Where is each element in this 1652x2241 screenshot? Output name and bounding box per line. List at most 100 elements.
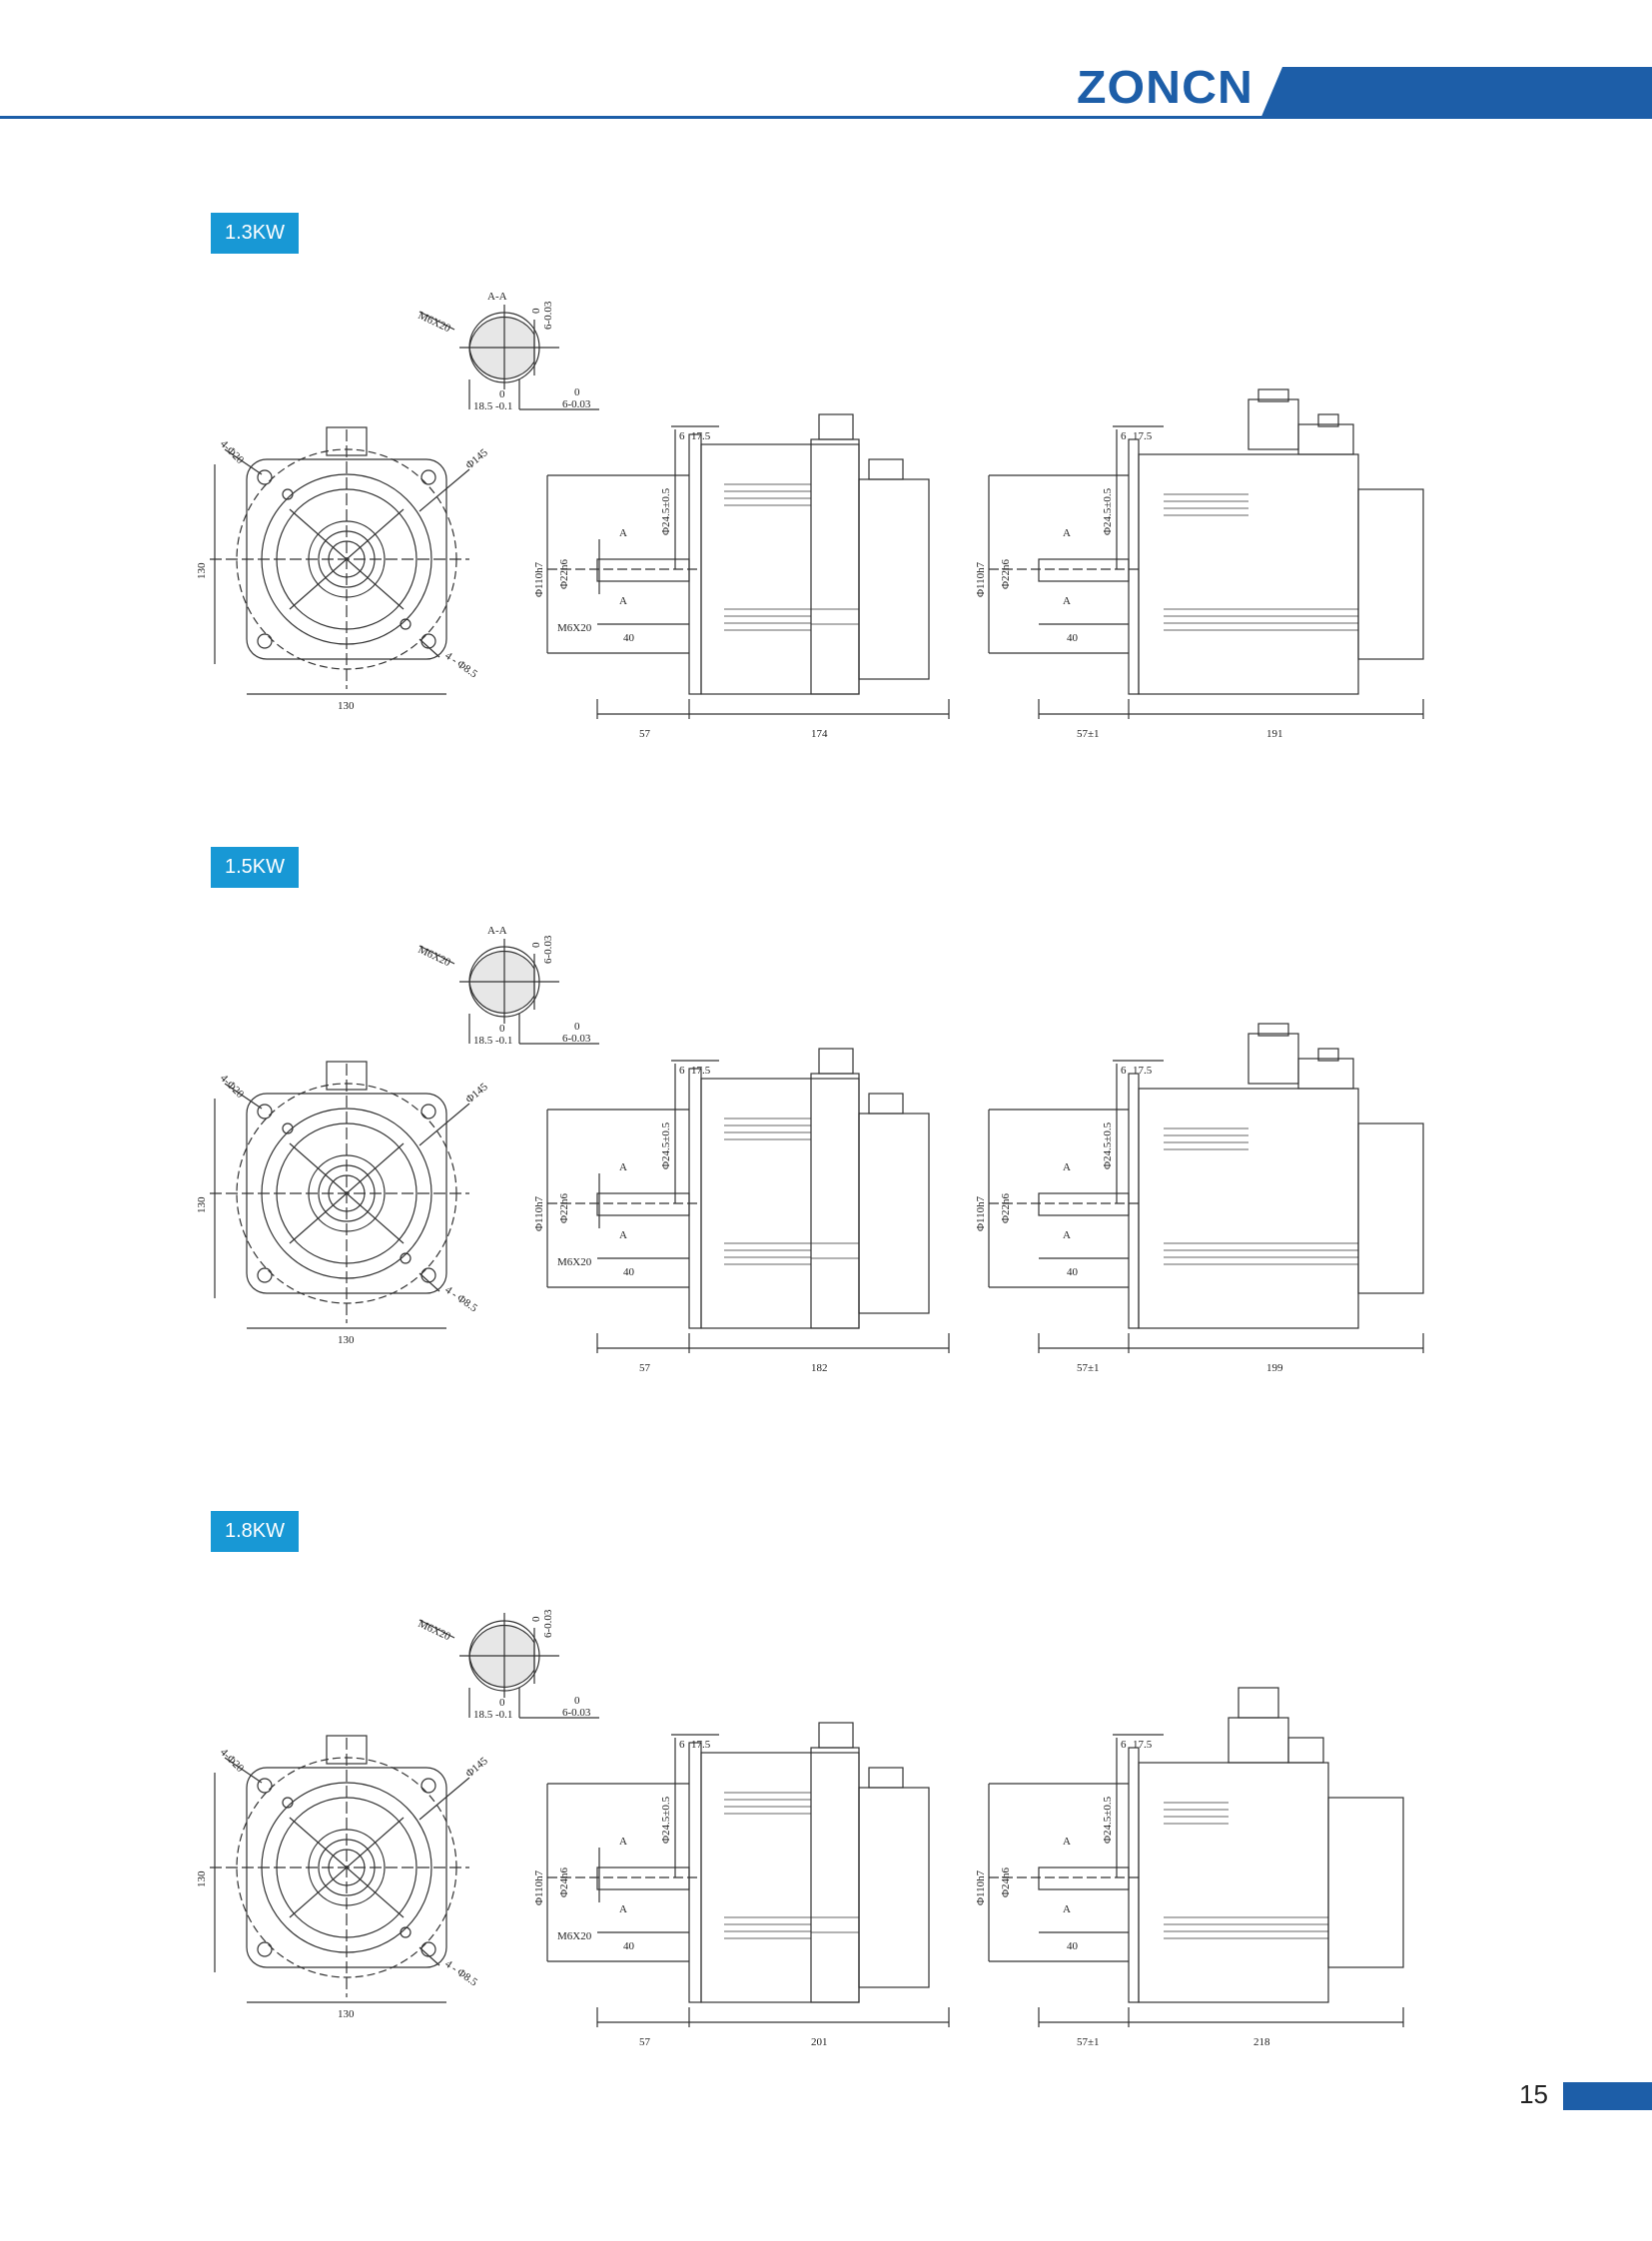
key-width: 6-0.03 — [542, 935, 554, 964]
key-length: 40 — [623, 1266, 635, 1278]
key-width-tol: 0 — [530, 308, 542, 314]
body-length-b: 218 — [1253, 2036, 1270, 2048]
motor-front-view: 130 130 4-Φ20 Φ145 4 - Φ8.5 — [196, 1061, 490, 1346]
face-mount: 4 - Φ8.5 — [442, 650, 479, 681]
shaft-dia: Φ24h6 — [558, 1867, 570, 1897]
key-width: 6-0.03 — [542, 301, 554, 330]
shaft-dia-b: Φ24h6 — [1000, 1867, 1012, 1897]
sec-a-bottom: A — [619, 595, 627, 607]
shaft-dia: Φ22h6 — [558, 558, 570, 589]
motor-side-view-standard: 57 174 40 Φ110h7 Φ22h6 M6X20 Φ24.5±0.5 6… — [533, 413, 950, 740]
shaft-dia-b: Φ22h6 — [1000, 1192, 1012, 1223]
brand-logo: ZONCN — [1077, 61, 1253, 113]
power-badge-3: 1.8KW — [211, 1511, 299, 1552]
pilot-dia: Φ110h7 — [533, 561, 545, 597]
pilot-len: 17.5 — [691, 1065, 711, 1077]
motor-side-view-brake: 57±1 199 40 Φ110h7 Φ22h6 Φ24.5±0.5 6 17.… — [975, 1023, 1424, 1374]
motor-front-view: 130 130 4-Φ20 Φ145 4 - Φ8.5 — [196, 426, 490, 712]
shaft-length: 57 — [639, 1362, 651, 1374]
key-length: 40 — [623, 632, 635, 644]
motor-side-view-standard: 57 201 40 Φ110h7 Φ24h6 M6X20 Φ24.5±0.5 6… — [533, 1722, 950, 2048]
key-depth-tol: 0 — [499, 1697, 505, 1709]
sec-a-top: A — [619, 527, 627, 539]
flange: 6 — [679, 1739, 685, 1751]
section-label: A-A — [487, 291, 507, 303]
key-length-b: 40 — [1067, 632, 1079, 644]
sec-a-top: A — [619, 1161, 627, 1173]
page-number: 15 — [1519, 2079, 1548, 2109]
shaft-dia: Φ22h6 — [558, 1192, 570, 1223]
shaft-length: 57 — [639, 728, 651, 740]
pilot-len-b: 17.5 — [1133, 1739, 1153, 1751]
pilot-len-b: 17.5 — [1133, 430, 1153, 442]
key-width-2-tol: 0 — [574, 386, 580, 398]
face-holes: 4-Φ20 — [218, 1073, 247, 1102]
sec-a-bottom-b: A — [1063, 1229, 1071, 1241]
key-depth-tol: 0 — [499, 1023, 505, 1035]
key-width-tol: 0 — [530, 942, 542, 948]
face-height: 130 — [196, 562, 208, 579]
face-height: 130 — [196, 1196, 208, 1213]
motor-drawing-2: A-A M6X20 6-0.03 0 18.5 -0.1 0 6-0.03 0 — [196, 925, 1424, 1374]
header-rule — [0, 116, 1652, 119]
flange-b: 6 — [1121, 430, 1127, 442]
pilot-len: 17.5 — [691, 1739, 711, 1751]
key-width-2-tol: 0 — [574, 1695, 580, 1707]
shaft-length-b: 57±1 — [1077, 2036, 1100, 2048]
shaft-length-b: 57±1 — [1077, 1362, 1100, 1374]
pilot-dia-b: Φ110h7 — [975, 1869, 987, 1905]
key-width-2: 6-0.03 — [562, 398, 591, 410]
header-band — [1260, 67, 1652, 119]
sec-a-top-b: A — [1063, 527, 1071, 539]
key-thread: M6X20 — [416, 310, 453, 336]
flange: 6 — [679, 430, 685, 442]
key-section-view: M6X20 6-0.03 0 18.5 -0.1 0 6-0.03 0 — [416, 1609, 599, 1721]
face-holes: 4-Φ20 — [218, 1747, 247, 1776]
face-width: 130 — [338, 700, 355, 712]
shaft-length: 57 — [639, 2036, 651, 2048]
footer-band — [1563, 2082, 1652, 2110]
sec-a-bottom: A — [619, 1229, 627, 1241]
power-badge-2: 1.5KW — [211, 847, 299, 888]
thread: M6X20 — [557, 622, 592, 634]
pilot-dia: Φ110h7 — [533, 1195, 545, 1231]
face-mount: 4 - Φ8.5 — [442, 1958, 479, 1989]
body-length: 182 — [811, 1362, 828, 1374]
key-length-b: 40 — [1067, 1940, 1079, 1952]
thread: M6X20 — [557, 1930, 592, 1942]
key-thread: M6X20 — [416, 1618, 453, 1644]
sec-a-bottom-b: A — [1063, 1903, 1071, 1915]
key-width-tol: 0 — [530, 1616, 542, 1622]
key-depth: 18.5 -0.1 — [473, 400, 512, 412]
motor-side-view-brake: 57±1 218 40 Φ110h7 Φ24h6 Φ24.5±0.5 6 17.… — [975, 1687, 1404, 2048]
pilot-len: 17.5 — [691, 430, 711, 442]
power-badge-1: 1.3KW — [211, 213, 299, 254]
body-length: 174 — [811, 728, 828, 740]
key-thread: M6X20 — [416, 944, 453, 970]
face-circle: Φ145 — [463, 1755, 490, 1780]
face-circle: Φ145 — [463, 446, 490, 471]
key-length: 40 — [623, 1940, 635, 1952]
sec-a-bottom: A — [619, 1903, 627, 1915]
pilot-dia-b: Φ110h7 — [975, 1195, 987, 1231]
flange: 6 — [679, 1065, 685, 1077]
face-width: 130 — [338, 2008, 355, 2020]
motor-side-view-standard: 57 182 40 Φ110h7 Φ22h6 M6X20 Φ24.5±0.5 6… — [533, 1048, 950, 1374]
dia-a: Φ24.5±0.5 — [660, 1121, 672, 1169]
key-width-2: 6-0.03 — [562, 1707, 591, 1719]
sec-a-top-b: A — [1063, 1161, 1071, 1173]
face-mount: 4 - Φ8.5 — [442, 1284, 479, 1315]
key-depth: 18.5 -0.1 — [473, 1709, 512, 1721]
shaft-length-b: 57±1 — [1077, 728, 1100, 740]
dia-a: Φ24.5±0.5 — [660, 1796, 672, 1844]
key-width-2: 6-0.03 — [562, 1033, 591, 1045]
key-length-b: 40 — [1067, 1266, 1079, 1278]
pilot-dia: Φ110h7 — [533, 1869, 545, 1905]
dia-a: Φ24.5±0.5 — [660, 487, 672, 535]
pilot-dia-b: Φ110h7 — [975, 561, 987, 597]
section-label: A-A — [487, 925, 507, 937]
body-length-b: 191 — [1266, 728, 1283, 740]
flange-b: 6 — [1121, 1739, 1127, 1751]
sec-a-top-b: A — [1063, 1836, 1071, 1848]
